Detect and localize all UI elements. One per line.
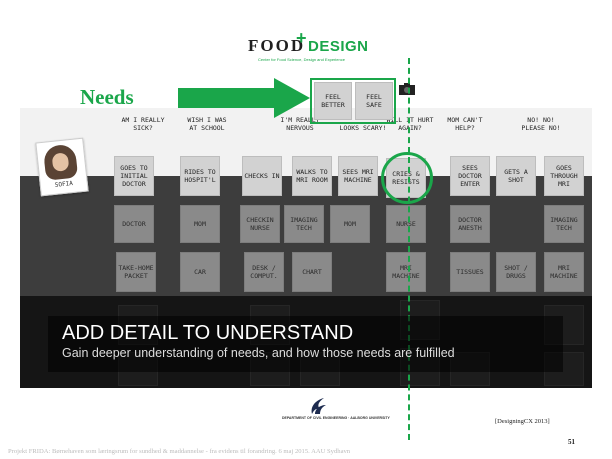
touchpoint-note: DOCTOR	[114, 205, 154, 243]
needs-highlight-box	[310, 78, 396, 124]
touchpoint-note: SHOT / DRUGS	[496, 252, 536, 292]
action-note: RIDES TO HOSPIT'L	[180, 156, 220, 196]
footer-text: Projekt FRIDA: Børnehaven som læringsrum…	[8, 448, 351, 455]
touchpoint-note: DOCTOR ANESTH	[450, 205, 490, 243]
needs-label: Needs	[80, 85, 134, 109]
slide-number: 51	[568, 438, 575, 446]
persona-face	[42, 143, 79, 181]
thought-note: LOOKS SCARY!	[339, 124, 387, 132]
touchpoint-note: IMAGING TECH	[284, 205, 324, 243]
touchpoint-note: TISSUES	[450, 252, 490, 292]
persona-photo: SOFIA	[35, 137, 89, 197]
touchpoint-note: MRI MACHINE	[544, 252, 584, 292]
touchpoint-note: NURSE	[386, 205, 426, 243]
slide-title: ADD DETAIL TO UNDERSTAND	[62, 322, 354, 344]
thought-note: NO! NO! PLEASE NO!	[521, 116, 561, 132]
institution-name: DEPARTMENT OF CIVIL ENGINEERING · AALBOR…	[282, 416, 390, 420]
action-note: GOES TO INITIAL DOCTOR	[114, 156, 154, 196]
thought-note: MOM CAN'T HELP?	[447, 116, 483, 132]
touchpoint-note: MRI MACHINE	[386, 252, 426, 292]
dashed-guide-line	[408, 58, 410, 440]
thought-note: I'M REALLY NERVOUS	[280, 116, 320, 132]
university-emblem-icon	[311, 398, 326, 414]
highlight-circle	[381, 152, 433, 204]
touchpoint-note: CAR	[180, 252, 220, 292]
slide-subtitle: Gain deeper understanding of needs, and …	[62, 346, 455, 360]
camera-icon	[399, 83, 415, 95]
touchpoint-note: TAKE-HOME PACKET	[116, 252, 156, 292]
action-note: GOES THROUGH MRI	[544, 156, 584, 196]
thought-note: AM I REALLY SICK?	[121, 116, 165, 132]
need-note: FEEL BETTER	[314, 82, 352, 120]
citation: [DesigningCX 2013]	[495, 418, 550, 425]
logo-subtitle: Center for Food Science, Design and Expe…	[258, 57, 345, 62]
need-note: FEEL SAFE	[355, 82, 393, 120]
food-design-logo: FOOD + DESIGN Center for Food Science, D…	[248, 28, 378, 64]
logo-plus-text: +	[296, 28, 307, 48]
touchpoint-note: MOM	[330, 205, 370, 243]
action-note: CHECKS IN	[242, 156, 282, 196]
title-panel	[48, 316, 563, 372]
action-note: WALKS TO MRI ROOM	[292, 156, 332, 196]
arrow-right-icon	[178, 78, 310, 118]
touchpoint-note: CHART	[292, 252, 332, 292]
touchpoint-note: MOM	[180, 205, 220, 243]
logo-food-text: FOOD	[248, 36, 306, 55]
touchpoint-note: IMAGING TECH	[544, 205, 584, 243]
action-note: SEES DOCTOR ENTER	[450, 156, 490, 196]
institution-logo: DEPARTMENT OF CIVIL ENGINEERING · AALBOR…	[282, 396, 390, 426]
touchpoint-note: CHECKIN NURSE	[240, 205, 280, 243]
persona-name: SOFIA	[54, 179, 74, 189]
logo-design-text: DESIGN	[308, 38, 369, 55]
action-note: SEES MRI MACHINE	[338, 156, 378, 196]
touchpoint-note: DESK / COMPUT.	[244, 252, 284, 292]
thought-note: WISH I WAS AT SCHOOL	[187, 116, 227, 132]
action-note: GETS A SHOT	[496, 156, 536, 196]
